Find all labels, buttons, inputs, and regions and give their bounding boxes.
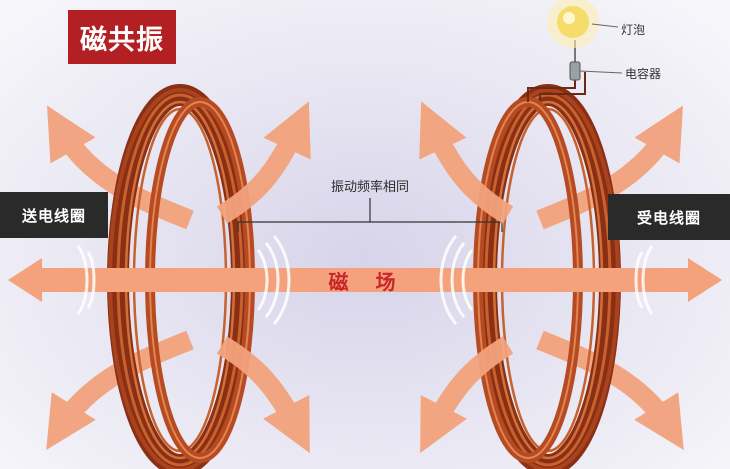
capacitor-icon bbox=[569, 61, 581, 81]
field-arrows-front bbox=[216, 101, 514, 454]
field-wave-marks bbox=[76, 235, 654, 325]
frequency-bracket bbox=[237, 198, 503, 232]
magnetic-field-label: 磁 场 bbox=[328, 270, 406, 294]
diagram-title: 磁共振 bbox=[68, 10, 176, 64]
bulb-leader-line bbox=[591, 23, 619, 28]
central-field-arrow bbox=[8, 258, 722, 302]
capacitor-label: 电容器 bbox=[625, 67, 662, 81]
capacitor-leader-line bbox=[579, 70, 623, 74]
bulb-label: 灯泡 bbox=[621, 23, 646, 37]
same-frequency-label: 振动频率相同 bbox=[330, 180, 409, 195]
receive-coil-label: 受电线圈 bbox=[608, 194, 730, 240]
transmit-coil-label: 送电线圈 bbox=[0, 192, 108, 238]
bulb-icon bbox=[547, 0, 599, 48]
